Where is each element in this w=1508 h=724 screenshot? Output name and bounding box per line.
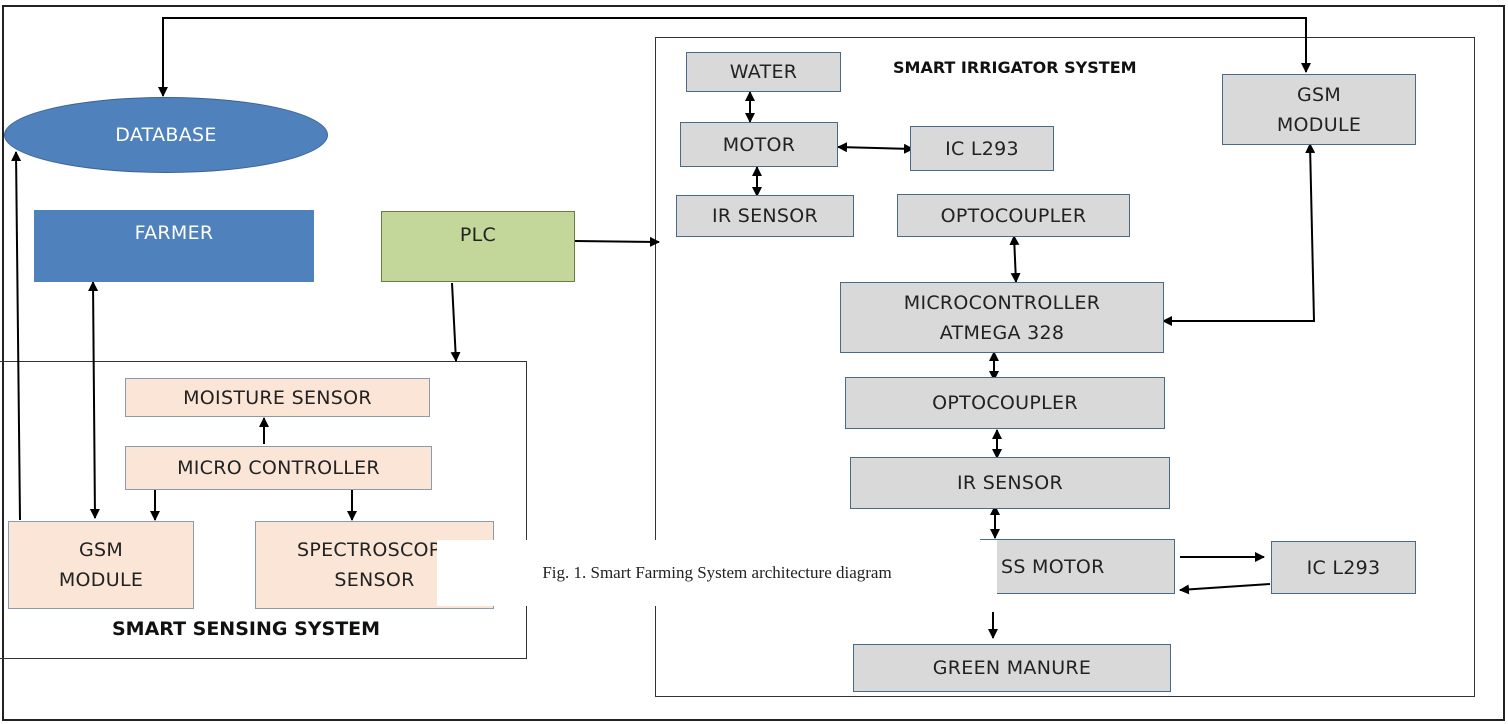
smart-sensing-label: SMART SENSING SYSTEM (112, 618, 381, 640)
smart-sensing-frame (0, 361, 527, 659)
farmer-node: FARMER (34, 210, 314, 282)
water-node: WATER (686, 52, 841, 92)
smart-irrigator-frame (655, 37, 1475, 697)
microcontroller-atmega-node: MICROCONTROLLER ATMEGA 328 (840, 282, 1164, 353)
plc-node: PLC (381, 211, 575, 282)
figure-caption: Fig. 1. Smart Farming System architectur… (437, 540, 997, 606)
outer-border (2, 5, 1505, 721)
edge-gsm-to-database (158, 17, 1311, 97)
edge-plc-to-sensing (450, 282, 461, 362)
edge-gsm-mcu (1162, 143, 1316, 326)
motor-node: MOTOR (680, 122, 838, 167)
edge-motor-icl293 (837, 142, 914, 154)
gsm-module-sensing-node: GSM MODULE (8, 521, 194, 609)
optocoupler-top-node: OPTOCOUPLER (897, 194, 1130, 237)
ic-l293-bottom-node: IC L293 (1271, 541, 1416, 594)
optocoupler-bottom-node: OPTOCOUPLER (845, 377, 1165, 429)
gsm-module-irrigator-node: GSM MODULE (1222, 74, 1416, 145)
edge-plc-to-irrigator (574, 236, 660, 247)
ic-l293-top-node: IC L293 (910, 126, 1054, 171)
database-node: DATABASE (4, 97, 328, 173)
moisture-sensor-node: MOISTURE SENSOR (125, 378, 430, 417)
green-manure-node: GREEN MANURE (853, 644, 1171, 692)
edge-gsm-sensing-to-database (11, 151, 22, 521)
smart-irrigator-label: SMART IRRIGATOR SYSTEM (893, 58, 1137, 77)
ss-motor-node: SS MOTOR (980, 539, 1175, 594)
edge-farmer-gsm (88, 281, 100, 519)
micro-controller-node: MICRO CONTROLLER (125, 446, 432, 490)
ir-sensor-top-node: IR SENSOR (676, 195, 854, 237)
ss-motor-label: SS MOTOR (1001, 555, 1105, 578)
edge-icl293-ssmotor (1179, 583, 1271, 595)
edge-opto-mcu (1009, 235, 1021, 283)
ir-sensor-bottom-node: IR SENSOR (850, 457, 1170, 509)
